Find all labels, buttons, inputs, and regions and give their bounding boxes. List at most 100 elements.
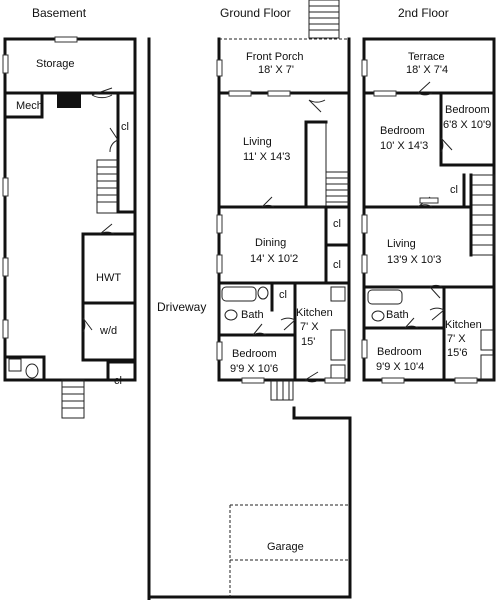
bedroom-door (252, 323, 267, 336)
window (361, 214, 368, 234)
window (2, 177, 9, 197)
basement-header: Basement (32, 6, 87, 20)
basement-stair-treads (97, 166, 118, 203)
ground-closet3-label: cl (279, 289, 287, 301)
window (241, 377, 265, 384)
toilet (371, 310, 385, 322)
terrace-dim: 18' X 7'4 (406, 64, 449, 76)
bedroom2-dim: 6'8 X 10'9 (443, 119, 492, 131)
closet-door (109, 127, 119, 153)
second-living-label: Living (387, 238, 416, 250)
hwt-door (99, 223, 115, 235)
kitchen-door (280, 317, 296, 331)
second-bath-label: Bath (386, 309, 409, 321)
hwt-room (81, 232, 137, 362)
window (216, 341, 223, 361)
back-steps (270, 379, 294, 401)
front-steps (308, 0, 340, 39)
hwt-label: HWT (96, 272, 122, 284)
window (2, 319, 9, 339)
storage-label: Storage (36, 58, 75, 70)
living-dim: 11' X 14'3 (243, 151, 291, 163)
ground-floor-header: Ground Floor (220, 6, 291, 20)
ground-bath-label: Bath (241, 309, 264, 321)
window (54, 36, 78, 43)
window (361, 59, 368, 77)
wd-door (82, 317, 93, 333)
window (267, 90, 291, 97)
front-door (308, 99, 326, 113)
window (2, 257, 9, 277)
counter (330, 329, 346, 361)
dining-dim: 14' X 10'2 (250, 253, 299, 265)
bath-door (429, 307, 445, 321)
basement-stairs (96, 159, 119, 214)
ground-kitchen-dim1: 7' X (300, 321, 319, 333)
second-closet-label: cl (450, 184, 458, 196)
porch-dim: 18' X 7' (258, 64, 295, 76)
window (361, 254, 368, 274)
kitchen-counter (480, 329, 494, 351)
ground-kitchen-label: Kitchen (296, 307, 333, 319)
bedroom2-label: Bedroom (445, 104, 490, 116)
kitchen-door (429, 284, 443, 299)
stove (480, 354, 494, 381)
mech-door (91, 87, 113, 99)
porch-label: Front Porch (246, 51, 304, 63)
window (228, 90, 252, 97)
toilet (25, 363, 39, 379)
basement-plan (2, 36, 137, 419)
window (216, 59, 223, 77)
ground-bedroom-label: Bedroom (232, 348, 277, 360)
window (454, 377, 478, 384)
basement-closet2-label: cl (114, 375, 122, 387)
window (381, 377, 405, 384)
back-door (304, 371, 320, 383)
basement-entry-steps (61, 379, 85, 419)
second-kitchen-dim1: 7' X (447, 333, 466, 345)
sink (8, 358, 22, 372)
window (361, 339, 368, 359)
living-door (261, 196, 275, 208)
terrace-label: Terrace (408, 51, 445, 63)
driveway-area (147, 37, 352, 600)
basement-closet-label: cl (121, 121, 129, 133)
toilet (224, 309, 238, 321)
second-floor-header: 2nd Floor (398, 6, 449, 20)
garage-label: Garage (267, 541, 304, 553)
window (324, 377, 346, 384)
second-kitchen-dim2: 15'6 (447, 347, 468, 359)
ground-kitchen-dim2: 15' (301, 336, 316, 348)
second-floor-plan (361, 37, 496, 384)
dining-label: Dining (255, 237, 287, 249)
furnace (57, 94, 81, 108)
bedroom3-label: Bedroom (377, 346, 422, 358)
bathtub (221, 286, 257, 302)
ground-stairs (305, 121, 327, 208)
bath-sink (257, 286, 269, 300)
second-living-dim: 13'9 X 10'3 (387, 254, 442, 266)
living-label: Living (243, 136, 272, 148)
wd-label: w/d (100, 325, 118, 337)
bedroom3-door (404, 317, 419, 329)
window (373, 90, 397, 97)
bedroom1-label: Bedroom (380, 125, 425, 137)
window (419, 197, 439, 204)
bedroom1-dim: 10' X 14'3 (380, 140, 429, 152)
bathtub (367, 289, 403, 305)
window (216, 254, 223, 274)
ground-closet1-label: cl (333, 218, 341, 230)
window (2, 54, 9, 74)
terrace-door (417, 81, 433, 96)
ground-closet2-label: cl (333, 259, 341, 271)
second-kitchen-label: Kitchen (445, 319, 482, 331)
driveway-label: Driveway (157, 300, 207, 314)
bedroom3-dim: 9'9 X 10'4 (376, 361, 425, 373)
ground-floor-plan (216, 0, 351, 401)
stove (330, 286, 346, 302)
mech-label: Mech (16, 100, 43, 112)
ground-bedroom-dim: 9'9 X 10'6 (230, 363, 279, 375)
window (216, 214, 223, 234)
